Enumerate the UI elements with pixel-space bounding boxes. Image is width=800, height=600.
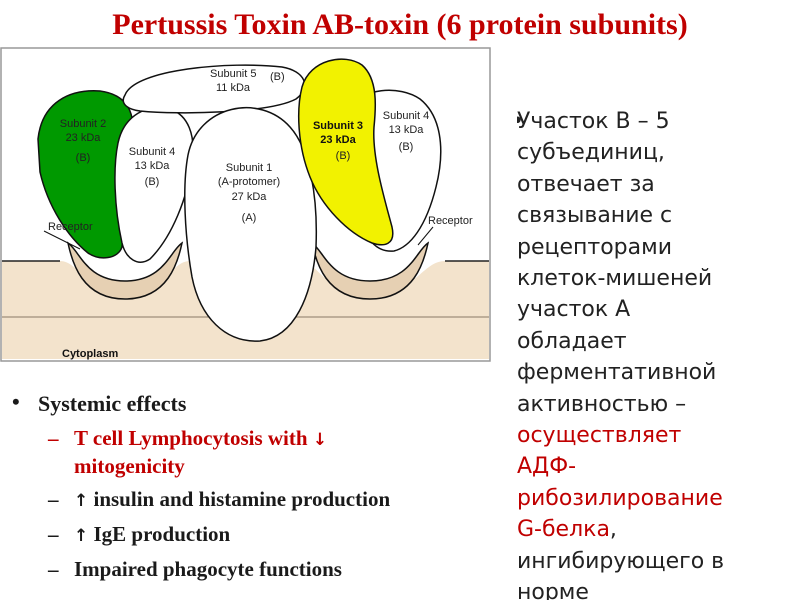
systemic-effects-list: •Systemic effects –T cell Lymphocytosis … <box>12 389 492 582</box>
svg-text:23 kDa: 23 kDa <box>66 132 102 144</box>
svg-text:(A): (A) <box>242 212 257 224</box>
cytoplasm-label: Cytoplasm <box>62 348 118 360</box>
text-line: клеток-мишеней <box>517 266 713 292</box>
text-line-highlight: АДФ- <box>517 454 577 480</box>
text-line-highlight: осуществляет <box>517 423 682 449</box>
svg-text:13 kDa: 13 kDa <box>389 124 425 136</box>
text-line: связывание с <box>517 203 673 229</box>
svg-text:Subunit 3: Subunit 3 <box>313 120 363 132</box>
text-line: рецепторами <box>517 234 673 260</box>
up-arrow-icon: ↑ <box>74 526 89 546</box>
svg-text:(A-protomer): (A-protomer) <box>218 176 280 188</box>
russian-description: • Участок В – 5 субъединиц, отвечает за … <box>517 106 800 600</box>
text-line: Участок В – 5 <box>517 109 670 134</box>
svg-text:Subunit 2: Subunit 2 <box>60 118 106 130</box>
effect-item-ige: –↑ IgE production <box>48 522 231 546</box>
receptor-right-label: Receptor <box>428 215 473 227</box>
effect-item-phagocyte: –Impaired phagocyte functions <box>48 557 342 581</box>
pertussis-toxin-diagram: Receptor Receptor Cytoplasm Subunit 2 23… <box>0 47 492 363</box>
svg-text:23 kDa: 23 kDa <box>320 134 356 146</box>
text-line: участок А <box>517 297 631 323</box>
subunit-1-shape <box>184 106 318 342</box>
svg-text:11 kDa: 11 kDa <box>216 82 251 94</box>
text-line: норме <box>517 580 589 600</box>
subunit-1-label: Subunit 1 (A-protomer) 27 kDa (A) <box>218 162 280 224</box>
systemic-effects-heading: •Systemic effects <box>12 389 187 416</box>
svg-text:Subunit 4: Subunit 4 <box>129 146 175 158</box>
svg-text:Subunit 1: Subunit 1 <box>226 162 272 174</box>
svg-text:13 kDa: 13 kDa <box>135 160 171 172</box>
text-line: отвечает за <box>517 171 655 197</box>
up-arrow-icon: ↑ <box>74 491 89 511</box>
text-line: обладает <box>517 328 627 354</box>
svg-text:(B): (B) <box>76 152 91 164</box>
text-line: ингибирующего в <box>517 548 725 574</box>
down-arrow-icon: ↓ <box>312 430 328 450</box>
text-line: активностью – <box>517 391 687 417</box>
bullet-icon: • <box>517 106 524 137</box>
page-title: Pertussis Toxin AB-toxin (6 protein subu… <box>112 8 688 41</box>
receptor-right-shape <box>310 241 430 300</box>
svg-text:27 kDa: 27 kDa <box>232 191 268 203</box>
svg-text:Subunit 5: Subunit 5 <box>210 68 256 80</box>
svg-text:(B): (B) <box>270 71 285 83</box>
svg-text:(B): (B) <box>336 150 351 162</box>
subunit-4-right-label: Subunit 4 13 kDa (B) <box>383 110 429 153</box>
subunit-3-label: Subunit 3 23 kDa (B) <box>313 120 363 162</box>
effect-item-insulin: –↑ insulin and histamine production <box>48 487 391 511</box>
text-line-mixed: G-белка, <box>517 517 617 543</box>
subunit-5-shape <box>122 64 306 114</box>
effect-item-lymphocytosis: –T cell Lymphocytosis with ↓mitogenicity <box>48 426 328 478</box>
subunit-3-shape <box>298 58 394 246</box>
svg-text:(B): (B) <box>145 176 160 188</box>
svg-text:Subunit 4: Subunit 4 <box>383 110 429 122</box>
receptor-left-shape <box>66 241 184 300</box>
receptor-left-label: Receptor <box>48 221 93 233</box>
text-line: ферментативной <box>517 360 717 386</box>
svg-text:(B): (B) <box>399 141 414 153</box>
text-line: субъединиц, <box>517 140 665 166</box>
subunit-4-left-label: Subunit 4 13 kDa (B) <box>129 146 175 188</box>
text-line-highlight: рибозилирование <box>517 485 723 511</box>
subunit-5-label: Subunit 5 11 kDa (B) <box>210 68 285 94</box>
subunit-2-label: Subunit 2 23 kDa (B) <box>60 118 106 164</box>
